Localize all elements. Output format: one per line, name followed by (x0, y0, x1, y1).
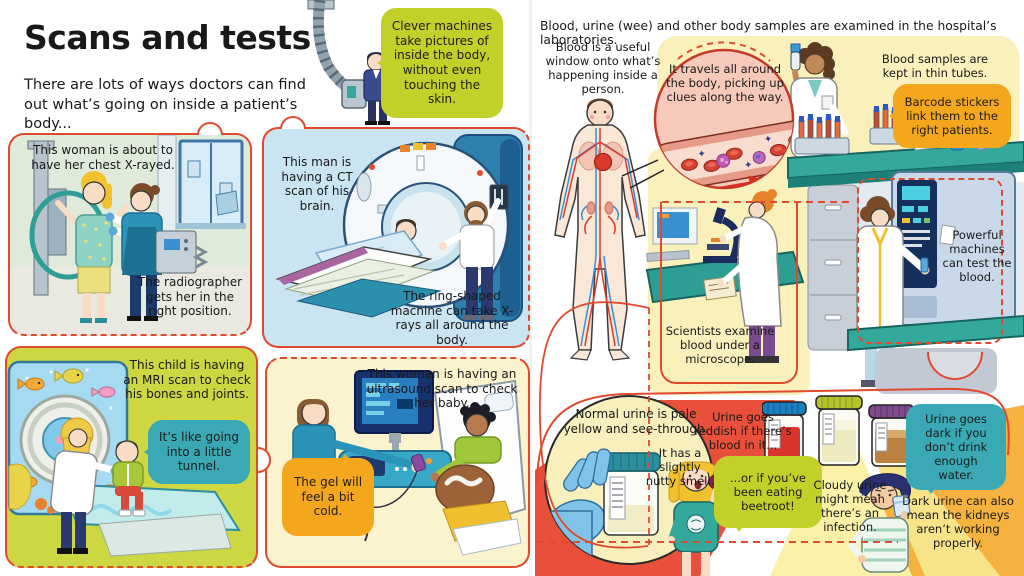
mri-scene-illustration (7, 360, 241, 557)
cloudy-urine-caption: Cloudy urine might mean there’s an infec… (813, 478, 887, 535)
ct-caption-top: This man is having a CT scan of his brai… (281, 155, 353, 213)
blood-samples-caption: Blood samples are kept in thin tubes. (881, 52, 989, 81)
xray-caption-bottom: The radiographer gets her in the right p… (137, 275, 243, 319)
normal-urine-caption: Normal urine is pale yellow and see-thro… (563, 407, 709, 436)
robot-arm-illustration (307, 0, 394, 125)
ct-caption-bottom: The ring-shaped machine can take X-rays … (390, 289, 514, 347)
white-blood-cells (716, 150, 766, 168)
machine-caption: Powerful machines can test the blood. (942, 228, 1012, 285)
blood-vessel-inset (653, 48, 795, 190)
reddish-urine-caption: Urine goes reddish if there’s blood in i… (694, 410, 792, 453)
microscope-highlight-box (660, 202, 798, 384)
ultrasound-caption: This woman is having an ultrasound scan … (366, 367, 518, 411)
machine-operator-illustration (856, 196, 930, 387)
ct-scene-illustration (275, 134, 523, 322)
blood-analyser-illustration (891, 171, 1016, 326)
vessel-caption: It travels all around the body, picking … (666, 62, 784, 105)
microscope-scene-illustration (645, 189, 805, 363)
cloudy-urine-cup (815, 395, 863, 466)
barcode-speech-bubble: Barcode stickers link them to the right … (889, 84, 1011, 148)
nutty-smell-caption: It has a slightly nutty smell. (645, 446, 715, 489)
mri-panel: This child is having an MRI scan to chec… (5, 346, 258, 568)
xray-caption-top: This woman is about to have her chest X-… (31, 143, 175, 172)
page-title: Scans and tests (24, 18, 311, 57)
gel-speech-bubble: The gel will feel a bit cold. (282, 454, 374, 536)
microscope-caption: Scientists examine blood under a microsc… (665, 324, 775, 367)
blood-intro-caption: Blood is a useful window onto what’s hap… (545, 40, 661, 97)
xray-panel: This woman is about to have her chest X-… (8, 133, 252, 336)
clever-machines-speech-bubble: Clever machines take pictures of inside … (377, 8, 503, 118)
red-blood-cells (680, 133, 793, 172)
machine-highlight-box (857, 178, 1003, 344)
xray-scene-illustration (27, 135, 246, 323)
ct-panel: This man is having a CT scan of his brai… (262, 127, 530, 348)
body-circulation-diagram (554, 98, 646, 361)
dark-urine-speech-bubble: Urine goes dark if you don’t drink enoug… (906, 404, 1006, 494)
kidneys-caption: Dark urine can also mean the kidneys are… (902, 494, 1014, 551)
intro-text: There are lots of ways doctors can find … (24, 77, 306, 133)
mri-caption: This child is having an MRI scan to chec… (123, 358, 251, 402)
platelet-stars (698, 135, 772, 168)
mri-tunnel-speech-bubble: It’s like going into a little tunnel. (144, 420, 250, 484)
page-fold-divider (528, 0, 533, 576)
right-page-header: Blood, urine (wee) and other body sample… (540, 19, 997, 47)
